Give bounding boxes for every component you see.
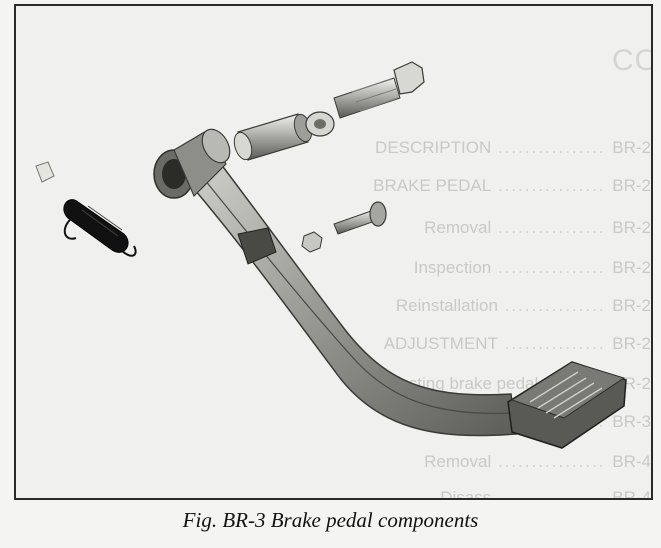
- toc-row: Reinstallation ............... BR-2: [395, 296, 651, 315]
- brake-pedal-illustration: [35, 61, 627, 449]
- toc-row: BRAKE PEDAL ................ BR-2: [373, 176, 651, 195]
- return-spring: [63, 199, 137, 257]
- stop-bracket: [237, 227, 277, 265]
- toc-row: ADJUSTMENT ............... BR-2: [383, 334, 651, 353]
- nut: [301, 231, 323, 253]
- figure-frame: CO DESCRIPTION ................ BR-2 BRA…: [14, 4, 653, 500]
- small-bushing: [35, 161, 55, 183]
- toc-row: Disass ................ BR-4: [440, 488, 651, 500]
- figure-caption: Fig. BR-3 Brake pedal components: [182, 508, 479, 532]
- toc-row: DESCRIPTION ................ BR-2: [375, 138, 651, 157]
- toc-row: Removal ................ BR-2: [424, 218, 651, 237]
- pivot-bolt: [333, 61, 425, 119]
- pedal-pad: [507, 361, 627, 449]
- pivot-hub: [153, 128, 231, 199]
- washer: [305, 111, 335, 137]
- bushing: [233, 113, 313, 161]
- pedal-arm: [164, 137, 517, 437]
- stop-bolt: [333, 201, 387, 235]
- show-through-heading: CO: [612, 44, 651, 77]
- toc-row: Removal ................ BR-4: [424, 452, 651, 471]
- toc-row: Inspection ................ BR-2: [413, 258, 651, 277]
